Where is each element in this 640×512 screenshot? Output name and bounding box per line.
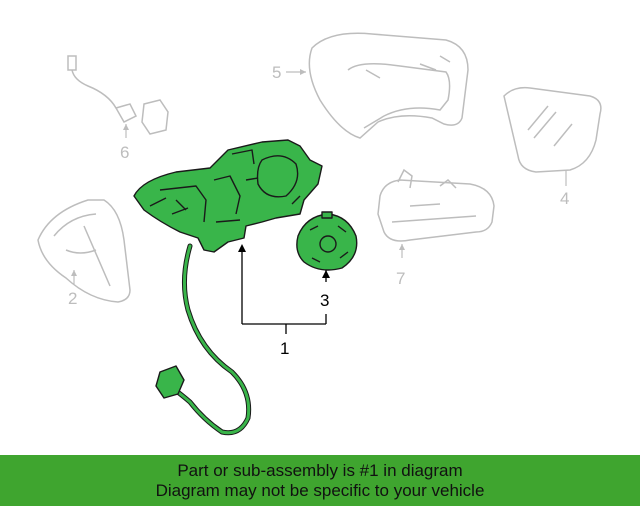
callout-5-arrow <box>300 69 306 75</box>
banner-line-1: Part or sub-assembly is #1 in diagram <box>177 460 463 480</box>
callout-7-arrow <box>399 244 405 250</box>
callout-3: 3 <box>320 291 329 310</box>
callout-1-arrow <box>238 244 246 252</box>
callout-6: 6 <box>120 143 129 162</box>
callout-6-arrow <box>123 124 129 130</box>
callout-3-arrow <box>322 270 330 278</box>
callout-5: 5 <box>272 63 281 82</box>
exploded-parts-diagram: 5 4 7 6 <box>37 32 602 436</box>
callout-1: 1 <box>280 339 289 358</box>
callout-2-arrow <box>71 270 77 276</box>
callout-2: 2 <box>68 289 77 308</box>
part-1-mirror-assembly[interactable] <box>133 139 323 436</box>
info-banner: Part or sub-assembly is #1 in diagram Di… <box>0 455 640 506</box>
part-2-signal-housing[interactable] <box>37 199 131 303</box>
part-3-actuator-motor[interactable] <box>296 211 358 271</box>
callout-7: 7 <box>396 269 405 288</box>
part-7-base-cover[interactable] <box>377 168 495 242</box>
part-5-mirror-cover[interactable] <box>308 32 469 139</box>
callout-4: 4 <box>560 189 569 208</box>
part-6-sensor[interactable] <box>67 55 169 135</box>
part-4-mirror-glass[interactable] <box>503 86 602 173</box>
banner-line-2: Diagram may not be specific to your vehi… <box>155 480 485 500</box>
